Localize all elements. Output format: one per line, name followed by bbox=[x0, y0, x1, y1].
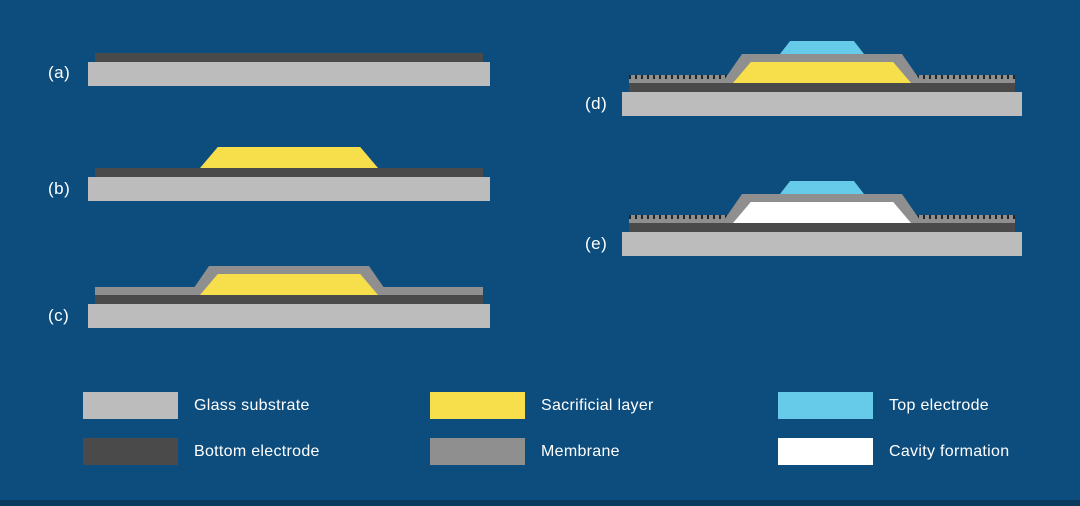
top-electrode-layer bbox=[780, 181, 864, 194]
legend-label: Membrane bbox=[541, 442, 620, 460]
glass-substrate-layer bbox=[88, 62, 490, 86]
glass-substrate-layer bbox=[622, 232, 1022, 256]
legend-label: Glass substrate bbox=[194, 396, 310, 414]
step-d-diagram bbox=[622, 21, 1022, 116]
legend-item-membrane: Membrane bbox=[430, 438, 620, 465]
legend-item-top-electrode: Top electrode bbox=[778, 392, 989, 419]
legend-item-sacrificial-layer: Sacrificial layer bbox=[430, 392, 654, 419]
step-label-a: (a) bbox=[48, 63, 71, 82]
bottom-electrode-layer bbox=[95, 295, 483, 304]
bottom-electrode-layer bbox=[95, 168, 483, 177]
step-label-c: (c) bbox=[48, 306, 70, 325]
bottom-edge-strip bbox=[0, 500, 1080, 506]
glass-substrate-layer bbox=[622, 92, 1022, 116]
sacrificial-layer bbox=[200, 274, 378, 295]
bottom-electrode-layer bbox=[629, 223, 1015, 232]
legend-item-bottom-electrode: Bottom electrode bbox=[83, 438, 320, 465]
legend-label: Bottom electrode bbox=[194, 442, 320, 460]
top-electrode-swatch bbox=[778, 392, 873, 419]
step-label-d: (d) bbox=[585, 94, 608, 113]
legend-label: Top electrode bbox=[889, 396, 989, 414]
step-label-b: (b) bbox=[48, 179, 71, 198]
glass-substrate-swatch bbox=[83, 392, 178, 419]
bottom-electrode-layer bbox=[629, 83, 1015, 92]
bottom-electrode-layer bbox=[95, 53, 483, 62]
step-label-e: (e) bbox=[585, 234, 608, 253]
cavity-layer bbox=[733, 202, 911, 223]
step-e-diagram bbox=[622, 161, 1022, 256]
membrane-swatch bbox=[430, 438, 525, 465]
sacrificial-layer-swatch bbox=[430, 392, 525, 419]
cavity-formation-swatch bbox=[778, 438, 873, 465]
legend-item-cavity-formation: Cavity formation bbox=[778, 438, 1009, 465]
bottom-electrode-swatch bbox=[83, 438, 178, 465]
step-c-diagram bbox=[88, 233, 490, 328]
top-electrode-layer bbox=[780, 41, 864, 54]
step-b-diagram bbox=[88, 106, 490, 201]
sacrificial-layer bbox=[733, 62, 911, 83]
step-a-diagram bbox=[88, 0, 490, 86]
glass-substrate-layer bbox=[88, 177, 490, 201]
sacrificial-layer bbox=[200, 147, 378, 168]
legend-label: Cavity formation bbox=[889, 442, 1010, 460]
glass-substrate-layer bbox=[88, 304, 490, 328]
legend-item-glass-substrate: Glass substrate bbox=[83, 392, 310, 419]
legend-label: Sacrificial layer bbox=[541, 396, 654, 414]
